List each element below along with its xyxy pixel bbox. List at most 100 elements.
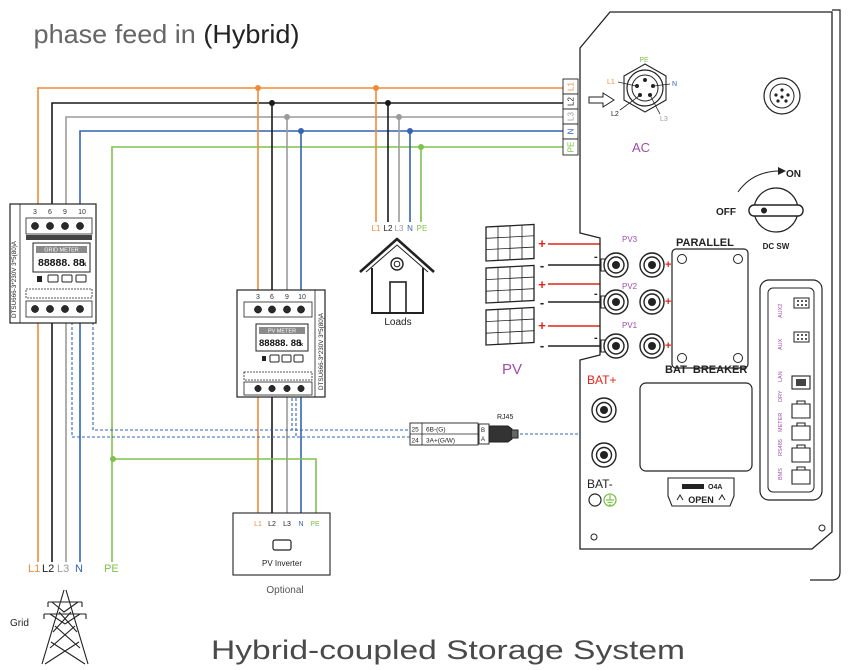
meter-model-label: DTSU666-3*230V 3*5(80)A — [318, 312, 325, 390]
inverter-back-frame — [810, 9, 841, 581]
minus-mark: - — [594, 288, 598, 300]
terminal-screw — [61, 222, 69, 230]
pin-leader-lines — [617, 81, 671, 115]
terminal-signal-label: 3A+(G/W) — [426, 438, 455, 445]
pv-plus-connector[interactable] — [639, 289, 665, 315]
terminal-number: 24 — [412, 438, 420, 445]
terminal-screw — [297, 305, 305, 314]
meter-button[interactable] — [269, 354, 280, 363]
comm-line-a — [71, 322, 410, 438]
grid-phase-pe: PE — [104, 563, 119, 575]
terminal-number: 9 — [285, 294, 289, 301]
junction-dot — [110, 456, 116, 462]
label-band — [26, 235, 92, 240]
terminal-label-n: N — [567, 128, 576, 134]
pv-minus-connector[interactable] — [600, 333, 629, 359]
pin-header-port[interactable] — [793, 297, 810, 309]
ac-connector: PE L1 N L2 L3 AC — [607, 57, 677, 155]
wire-pe — [111, 146, 563, 562]
wire-l1 — [37, 87, 563, 562]
pv-minus-connector[interactable] — [600, 252, 629, 278]
dc-switch[interactable]: ON OFF DC SW — [716, 167, 804, 251]
battery-terminals: BAT+ BAT- — [587, 373, 617, 507]
phase-label-l3: L3 — [283, 521, 291, 528]
grid-phase-l2: L2 — [42, 563, 54, 575]
tower-legs — [41, 589, 89, 665]
grid-meter: DTSU666-3*230V 3*5(80)A 3 6 9 10 GRID ME… — [9, 203, 97, 324]
terminal-number: 3 — [33, 209, 37, 216]
terminal-number: 10 — [298, 294, 306, 301]
bat-minus-connector[interactable] — [591, 442, 617, 468]
rj45-port[interactable] — [791, 422, 811, 441]
junction-dots — [110, 85, 424, 462]
pv-inverter: L1 L2 L3 N PE PV Inverter Optional — [232, 512, 331, 596]
junction-dot — [284, 114, 290, 120]
phase-label-l2: L2 — [384, 224, 393, 233]
breaker-cover[interactable]: O4A OPEN — [667, 477, 735, 507]
terminal-number: 3 — [256, 294, 260, 301]
meter-button[interactable] — [47, 274, 59, 283]
terminal-screw — [254, 305, 262, 314]
panel-grid — [486, 225, 534, 261]
terminal-screw — [268, 305, 276, 314]
grid-phase-l1: L1 — [28, 563, 40, 575]
junction-dot — [373, 85, 379, 91]
rj45-port-lan[interactable] — [791, 375, 811, 390]
comm-port-panel: AUX2 AUX LAN DRY METER RS485 BMS — [759, 279, 823, 501]
mounting-hole — [818, 524, 826, 532]
panel-polarity: + - + - + - — [538, 236, 546, 353]
earth-point — [588, 493, 602, 507]
switch-knob[interactable] — [748, 204, 804, 217]
display-unit: k — [300, 342, 304, 348]
rj45-port[interactable] — [791, 444, 811, 463]
rj45-port[interactable] — [791, 400, 811, 419]
port-housing — [791, 422, 811, 441]
minus-mark: - — [594, 251, 598, 263]
plus-mark: + — [538, 277, 546, 292]
port-housing — [791, 444, 811, 463]
terminal-label-l3: L3 — [567, 112, 576, 121]
pv-minus-connector[interactable] — [600, 289, 629, 315]
meter-terminal-numbers: 3 6 9 10 — [256, 294, 306, 301]
tower-lattice — [44, 611, 86, 665]
terminal-screw — [61, 305, 69, 313]
plus-mark: + — [538, 236, 546, 251]
arrow-head — [778, 167, 786, 175]
connector-pin — [776, 99, 780, 103]
terminal-label-l1: L1 — [567, 82, 576, 91]
wire-l2 — [51, 102, 563, 562]
connector-core — [600, 451, 608, 459]
pv-plus-connector[interactable] — [639, 252, 665, 278]
meter-button[interactable] — [281, 354, 292, 363]
connector-core — [612, 261, 620, 269]
meter-button[interactable] — [61, 274, 73, 283]
loads: L1 L2 L3 N PE Loads — [359, 224, 435, 328]
battery-compartment-cover — [639, 382, 753, 472]
terminal-screw — [31, 222, 39, 230]
tower-arms — [44, 601, 86, 625]
junction-dot — [255, 85, 261, 91]
port-jack — [796, 379, 806, 386]
connector-pin — [643, 78, 647, 82]
parallel-cover — [671, 248, 749, 369]
junction-dot — [407, 128, 413, 134]
meter-button[interactable] — [75, 274, 87, 283]
port-pins — [797, 334, 807, 340]
port-pins — [797, 300, 807, 306]
display-header — [259, 327, 305, 334]
terminal-screw — [268, 385, 276, 392]
rj45-port[interactable] — [791, 466, 811, 485]
pv-plus-connector[interactable] — [639, 333, 665, 359]
plug-clip — [512, 429, 519, 439]
diagram-caption: Hybrid-coupled Storage System — [211, 635, 685, 665]
meter-button[interactable] — [293, 354, 304, 363]
pin-header-port[interactable] — [793, 331, 810, 343]
terminal-band — [25, 217, 93, 235]
minus-mark: - — [594, 332, 598, 344]
pv1-label: PV1 — [622, 321, 638, 330]
lock-icon — [37, 276, 42, 282]
bat-plus-connector[interactable] — [591, 397, 617, 423]
terminal-screw — [31, 305, 39, 313]
ac-terminal-block: L1 L2 L3 N PE — [562, 78, 579, 156]
junction-dot — [385, 100, 391, 106]
